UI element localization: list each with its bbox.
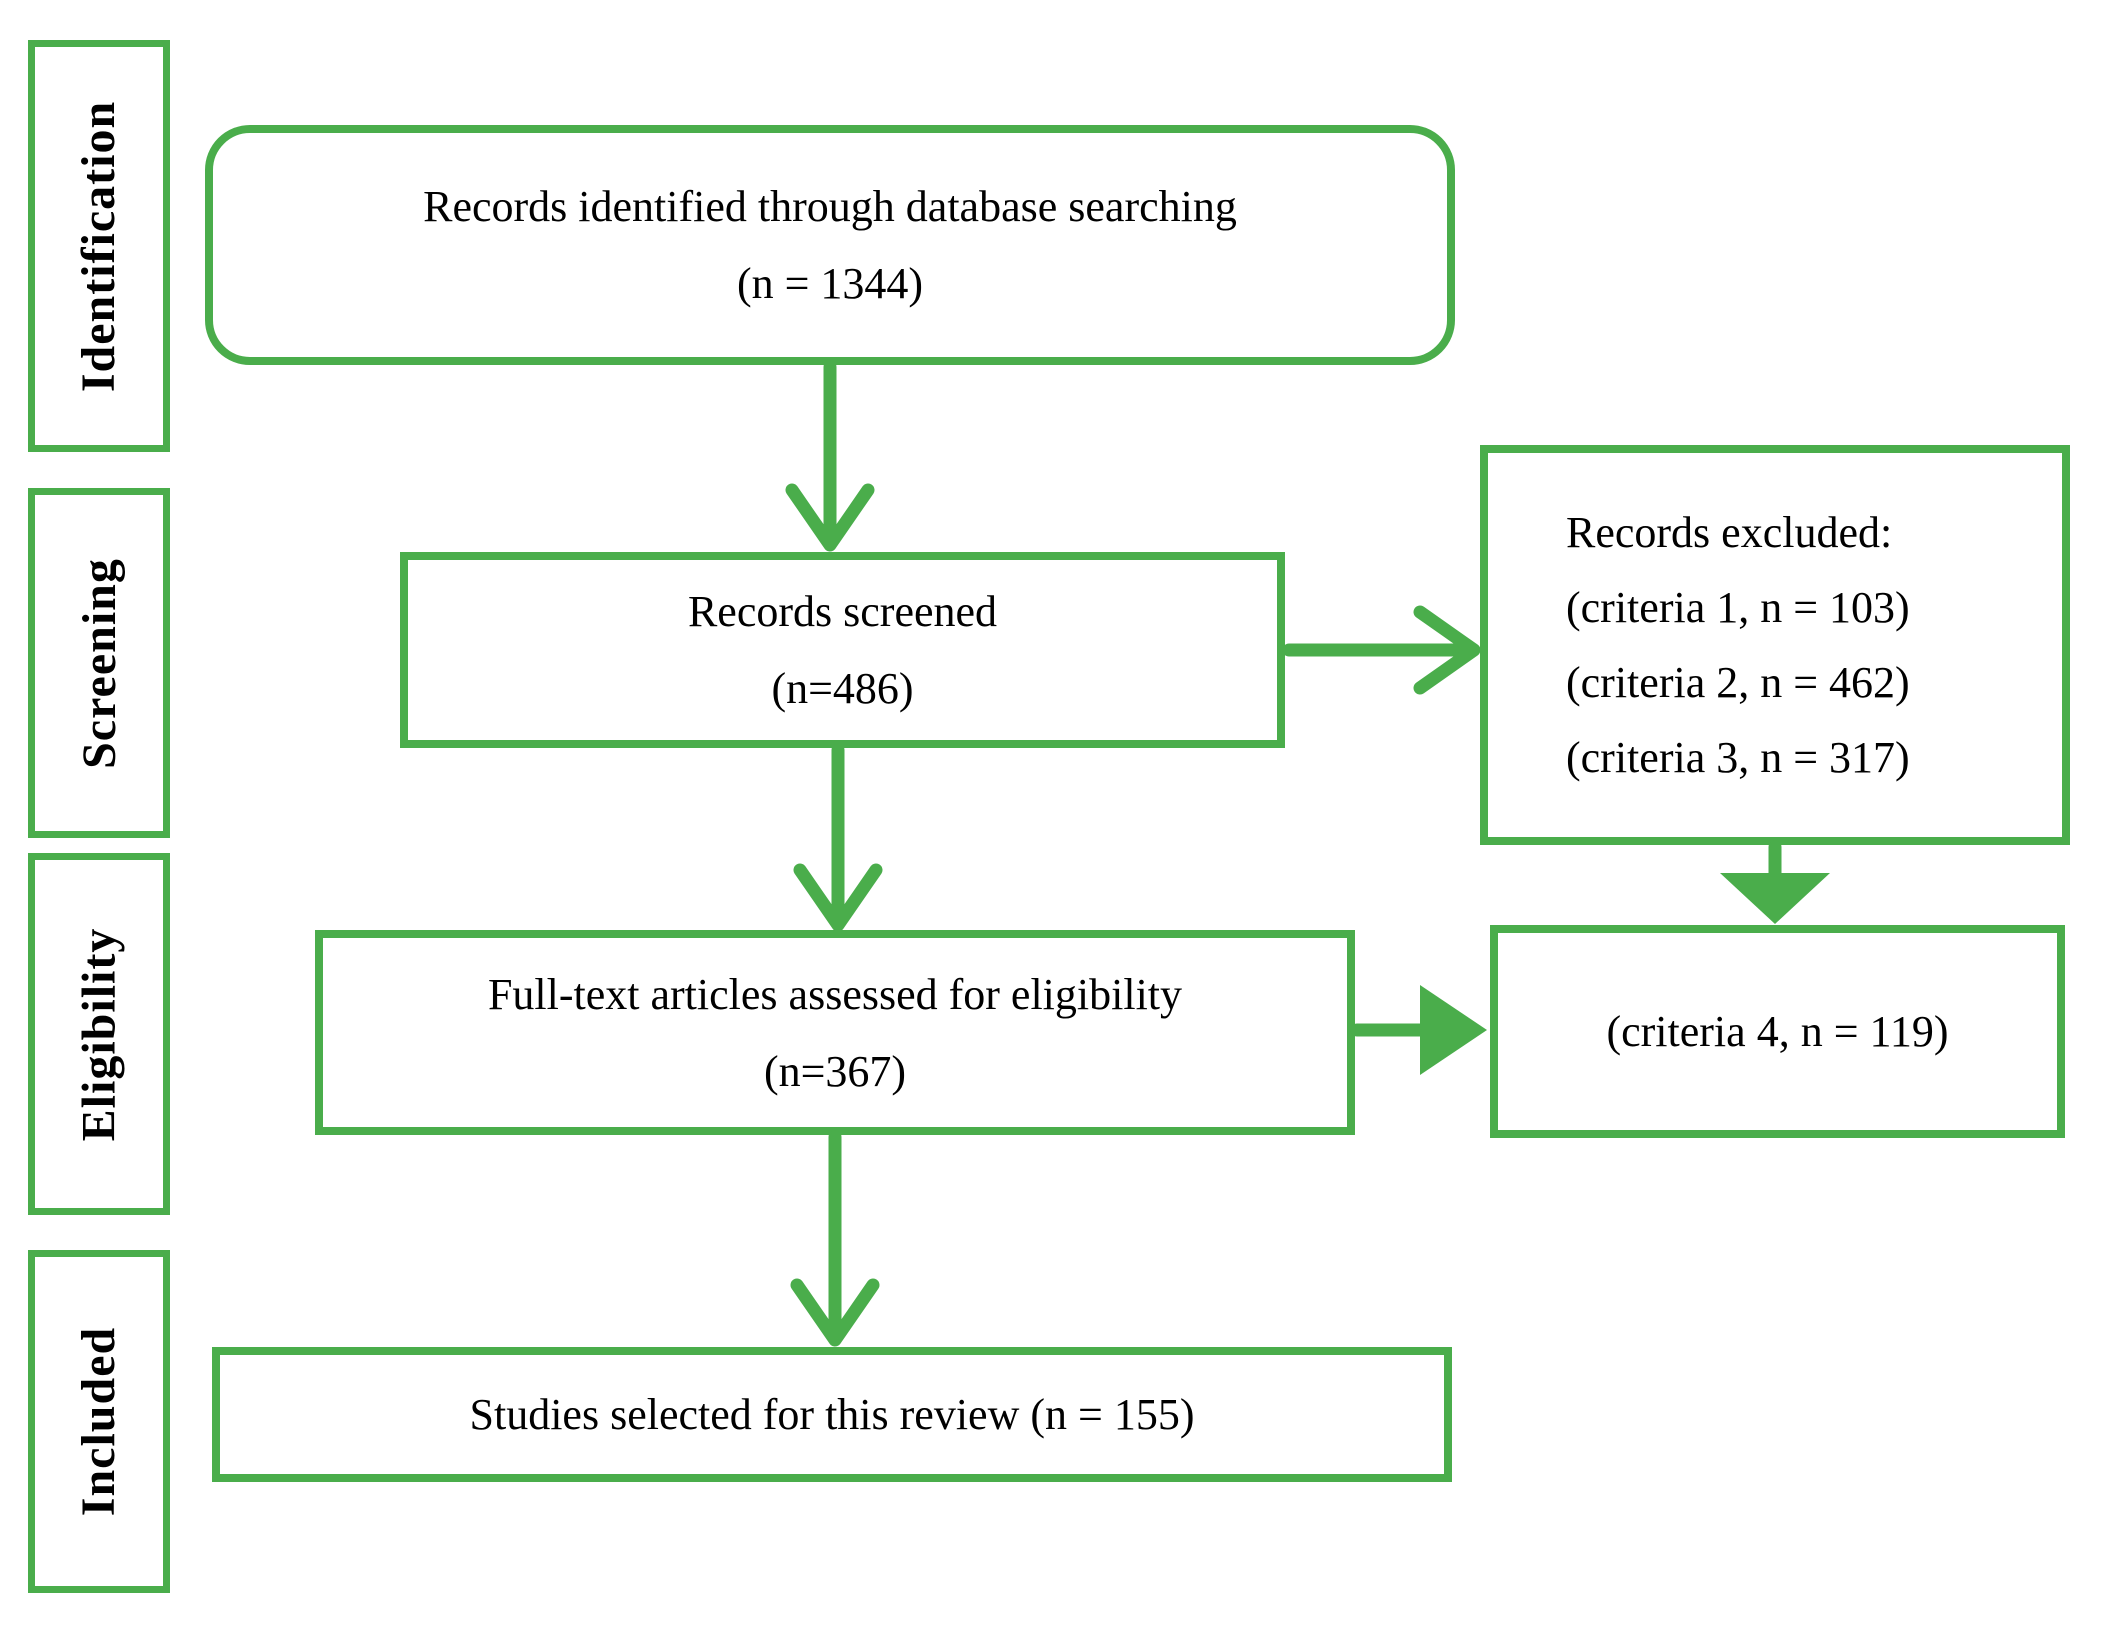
arrow-fulltext-to-selected (790, 1130, 880, 1347)
arrow-excluded-to-criteria4 (1720, 840, 1830, 924)
stage-eligibility: Eligibility (28, 853, 170, 1215)
records-identified-count: (n = 1344) (736, 259, 924, 308)
records-identified-box: Records identified through database sear… (205, 125, 1455, 365)
studies-selected-box: Studies selected for this review (n = 15… (212, 1347, 1452, 1482)
stage-label-identification: Identification (72, 100, 126, 392)
records-excluded-criteria-3: (criteria 3, n = 317) (1566, 733, 1910, 782)
stage-screening: Screening (28, 488, 170, 838)
criteria-4-excluded-box: (criteria 4, n = 119) (1490, 925, 2065, 1138)
arrow-screened-to-excluded (1282, 605, 1481, 695)
records-screened-box: Records screened (n=486) (400, 552, 1285, 748)
records-excluded-criteria-1: (criteria 1, n = 103) (1566, 583, 1910, 632)
stage-label-eligibility: Eligibility (72, 927, 126, 1141)
arrow-screened-to-fulltext (793, 743, 883, 932)
arrow-fulltext-to-criteria4 (1350, 985, 1487, 1075)
stage-included: Included (28, 1250, 170, 1593)
records-excluded-criteria-2: (criteria 2, n = 462) (1566, 658, 1910, 707)
criteria-4-excluded-text: (criteria 4, n = 119) (1606, 1007, 1949, 1056)
records-excluded-box: Records excluded: (criteria 1, n = 103) … (1480, 445, 2070, 845)
records-screened-text: Records screened (687, 587, 998, 636)
full-text-assessed-count: (n=367) (763, 1046, 907, 1096)
studies-selected-text: Studies selected for this review (n = 15… (469, 1390, 1195, 1439)
full-text-assessed-text: Full-text articles assessed for eligibil… (487, 969, 1183, 1019)
records-screened-count: (n=486) (771, 664, 914, 713)
records-identified-text: Records identified through database sear… (423, 182, 1237, 231)
stage-identification: Identification (28, 40, 170, 452)
records-excluded-title: Records excluded: (1566, 508, 1893, 557)
full-text-assessed-box: Full-text articles assessed for eligibil… (315, 930, 1355, 1135)
stage-label-included: Included (72, 1326, 126, 1517)
arrow-identified-to-screened (785, 360, 875, 552)
stage-label-screening: Screening (72, 557, 126, 769)
